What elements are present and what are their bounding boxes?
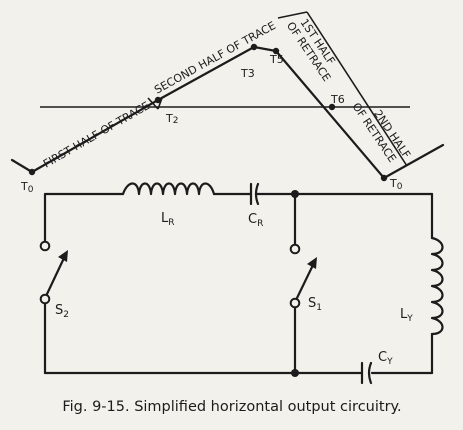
label-t5: T5 bbox=[269, 53, 284, 66]
output-circuit: LR CR S2 S1 LY CY bbox=[39, 182, 444, 385]
label-s2: S2 bbox=[55, 303, 69, 320]
t2-marker bbox=[147, 97, 159, 110]
label-s1: S1 bbox=[308, 296, 322, 313]
s1-arrow bbox=[307, 257, 317, 269]
s2-contact-top bbox=[39, 240, 51, 252]
label-t6: T6 bbox=[330, 93, 345, 106]
label-second-half-retrace: 2ND HALF OF RETRACE bbox=[350, 100, 413, 164]
s1-blade bbox=[295, 263, 315, 300]
s2-arrow bbox=[58, 250, 68, 262]
retrace-bracket-line bbox=[306, 11, 408, 167]
s2-blade bbox=[45, 256, 66, 296]
inductor-ly bbox=[430, 236, 444, 336]
switch-s2 bbox=[39, 240, 68, 305]
capacitor-cy-plate-b bbox=[367, 361, 373, 385]
label-t0-left: T0 bbox=[20, 180, 34, 195]
sawtooth-waveform: FIRST HALF OF TRACE SECOND HALF OF TRACE… bbox=[10, 11, 445, 195]
point-t0-left bbox=[28, 168, 36, 176]
label-cr: CR bbox=[248, 212, 263, 229]
junction-top bbox=[291, 190, 299, 198]
point-t0-right bbox=[380, 174, 388, 182]
label-first-half-trace: FIRST HALF OF TRACE bbox=[41, 99, 152, 171]
label-t0-right: T0 bbox=[389, 177, 403, 192]
point-t6 bbox=[328, 103, 336, 111]
label-second-half-trace: SECOND HALF OF TRACE bbox=[152, 19, 278, 97]
inductor-lr bbox=[121, 182, 216, 196]
label-ly: LY bbox=[400, 307, 413, 324]
label-t3: T3 bbox=[240, 67, 255, 80]
s1-contact-bottom bbox=[289, 297, 301, 309]
label-t2: T2 bbox=[165, 112, 178, 126]
t2-marker-2 bbox=[157, 97, 163, 110]
point-t2 bbox=[154, 96, 162, 104]
figure-caption: Fig. 9-15. Simplified horizontal output … bbox=[62, 399, 401, 415]
point-t3 bbox=[250, 43, 258, 51]
point-t5 bbox=[272, 47, 280, 55]
wire-top-left bbox=[43, 192, 125, 243]
retrace-bracket-top bbox=[277, 11, 308, 19]
label-cy: CY bbox=[378, 350, 393, 367]
s1-contact-top bbox=[289, 243, 301, 255]
label-lr: LR bbox=[161, 211, 175, 228]
junction-bottom bbox=[291, 369, 299, 377]
switch-s1 bbox=[289, 243, 317, 309]
s2-contact-bottom bbox=[39, 293, 51, 305]
